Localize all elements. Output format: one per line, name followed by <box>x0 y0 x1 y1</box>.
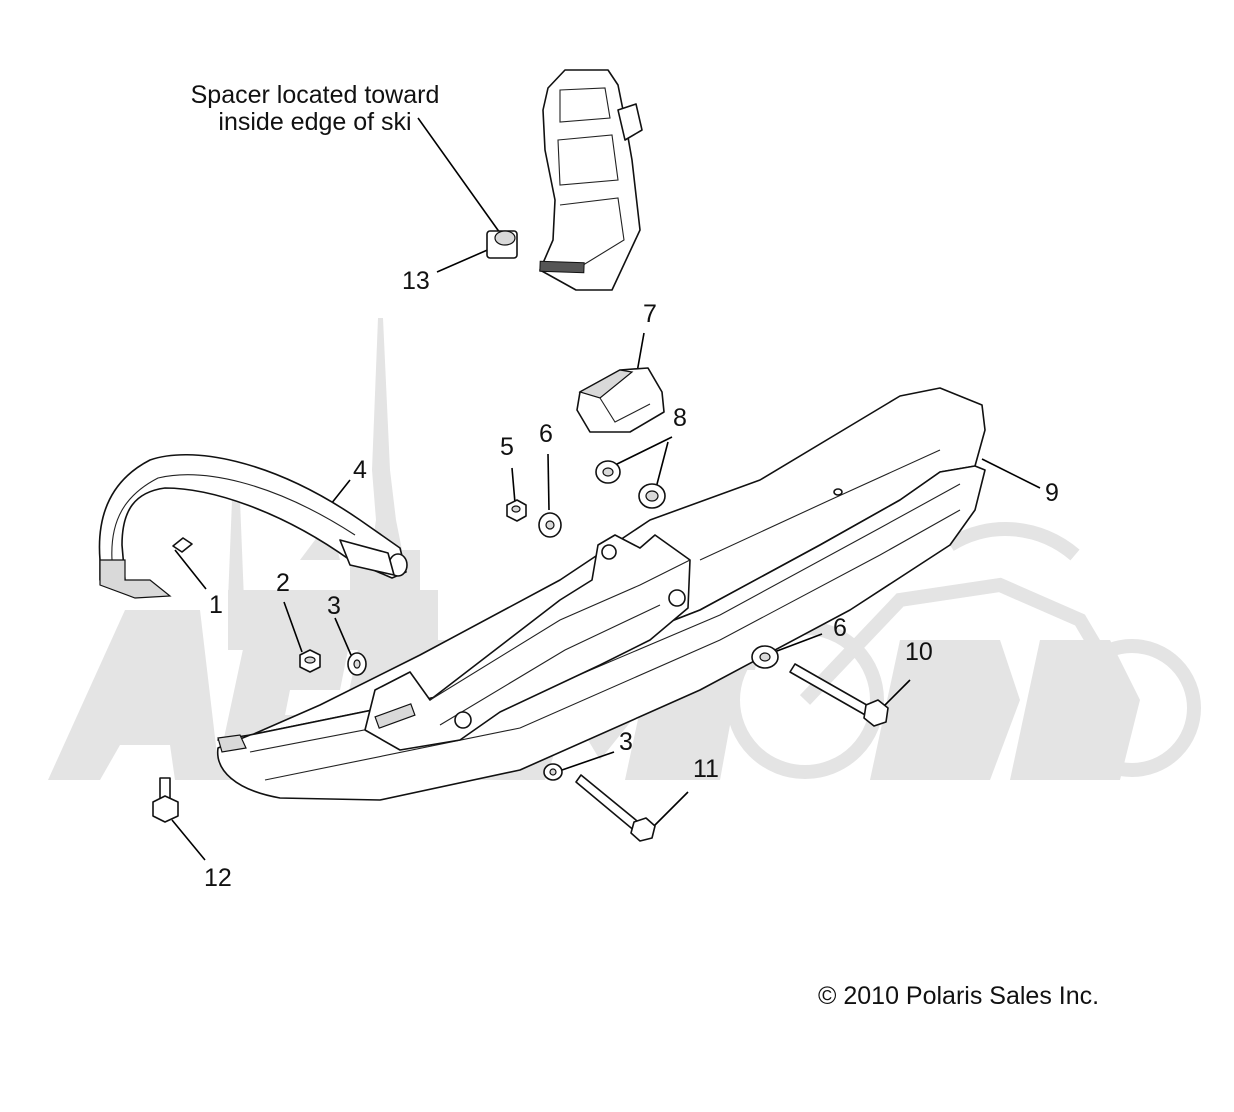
callout-9: 9 <box>1045 479 1059 507</box>
callout-10: 10 <box>905 638 933 666</box>
spacer-part <box>486 230 518 259</box>
callout-5: 5 <box>500 433 514 461</box>
bolt-part-12 <box>152 777 179 823</box>
callout-8: 8 <box>673 404 687 432</box>
bolt-part-11 <box>575 774 656 842</box>
callout-3b: 3 <box>619 728 633 756</box>
callout-7: 7 <box>643 300 657 328</box>
nut-part-2 <box>299 649 321 673</box>
cushion-part <box>576 367 665 433</box>
spindle-part <box>539 69 643 291</box>
callout-11: 11 <box>693 755 719 783</box>
washer-part-3a <box>347 652 367 676</box>
note-line-1: Spacer located toward <box>190 81 440 109</box>
spacer-note: Spacer located toward inside edge of ski <box>160 82 470 135</box>
callout-4: 4 <box>353 456 367 484</box>
callout-13: 13 <box>402 267 430 295</box>
copyright-notice: © 2010 Polaris Sales Inc. <box>818 982 1100 1010</box>
callout-1: 1 <box>209 591 223 619</box>
ski-part <box>216 387 986 801</box>
leader-lines <box>171 117 1041 861</box>
nut-part-5 <box>506 499 527 522</box>
ski-loop-part <box>98 453 408 599</box>
bolt-part-10 <box>789 663 889 727</box>
insert-part <box>172 537 193 553</box>
callout-6b: 6 <box>833 614 847 642</box>
note-line-2: inside edge of ski <box>218 107 412 136</box>
bushing-part-8a <box>595 460 621 484</box>
callout-6a: 6 <box>539 420 553 448</box>
bushing-part-8b <box>638 483 666 509</box>
callout-2: 2 <box>276 569 290 597</box>
washer-part-3b <box>543 763 563 781</box>
washer-part-6a <box>538 512 562 538</box>
callout-12: 12 <box>204 864 232 892</box>
callout-3a: 3 <box>327 592 341 620</box>
washer-part-6b <box>751 645 779 669</box>
